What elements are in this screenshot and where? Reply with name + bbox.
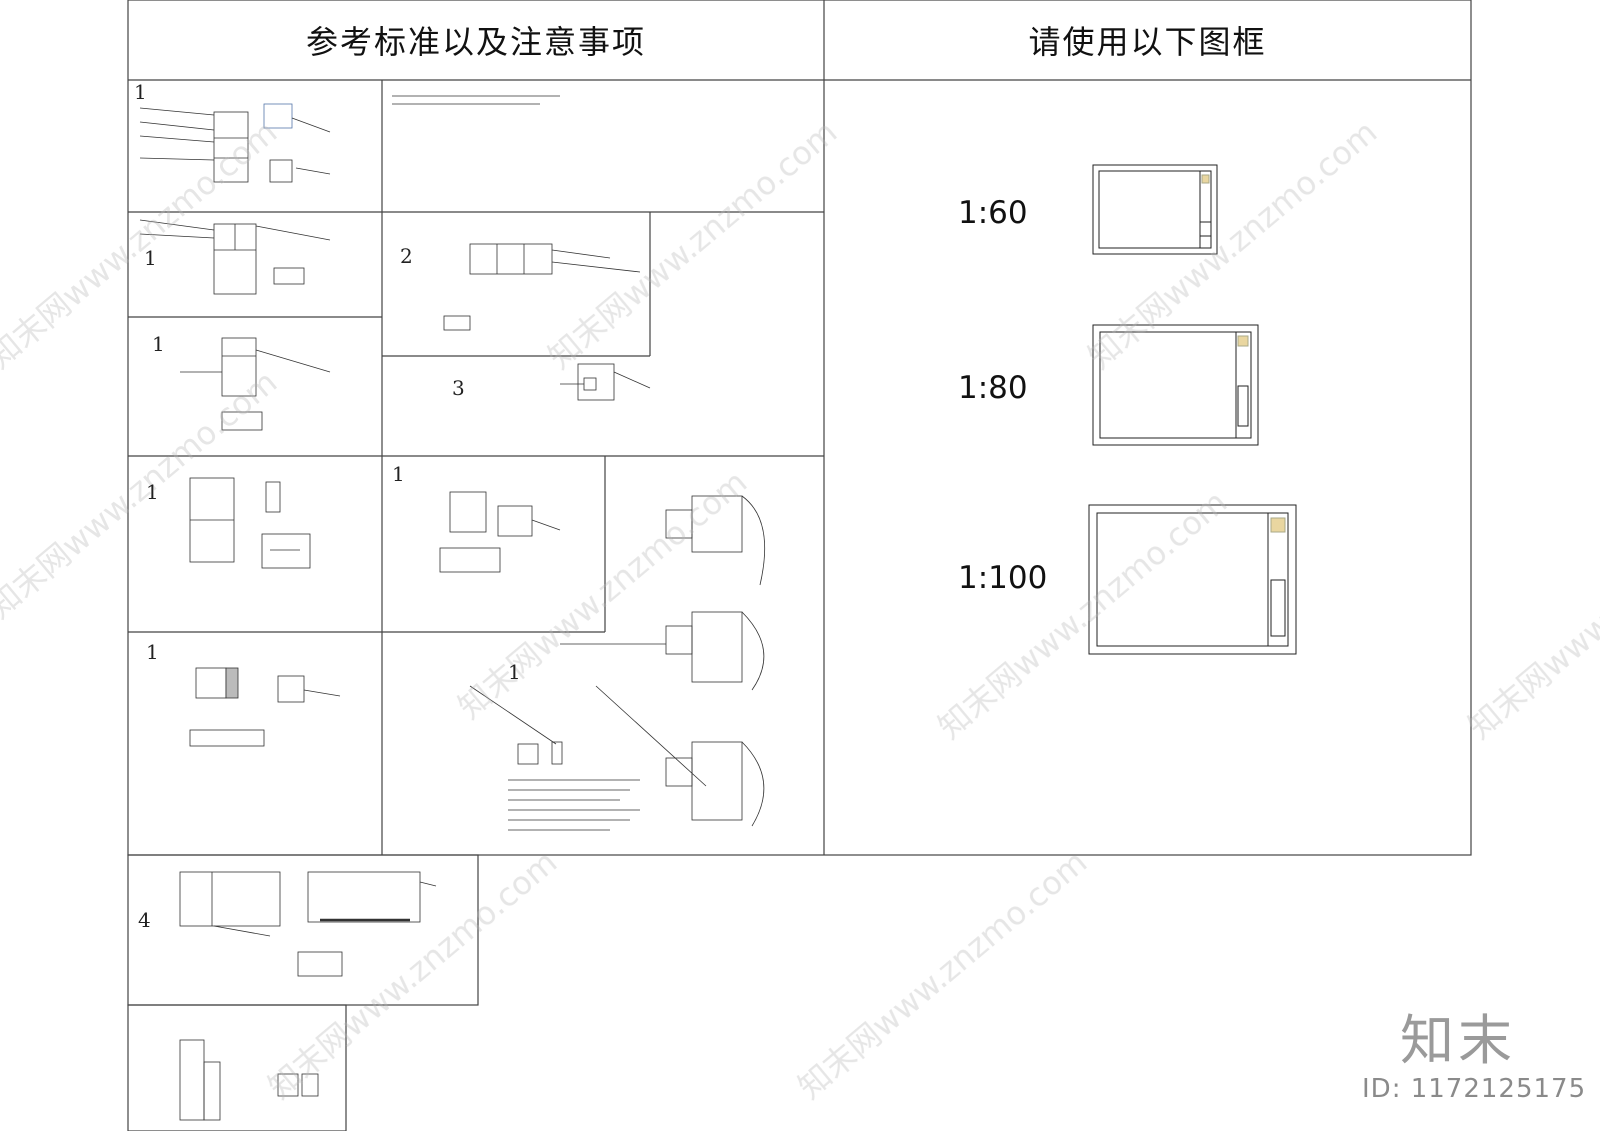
drawing-number: 1 xyxy=(392,462,405,486)
drawing-number: 1 xyxy=(134,80,147,104)
drawing-number: 1 xyxy=(144,246,157,270)
frame-1-80 xyxy=(1092,324,1259,446)
frame-1-100 xyxy=(1088,504,1297,655)
svg-text:知末网www.znzmo.com: 知末网www.znzmo.com xyxy=(0,113,284,376)
watermark-logo: 知末 xyxy=(1400,1009,1516,1072)
svg-text:知末网www.znzmo.com: 知末网www.znzmo.com xyxy=(541,113,845,376)
scale-label-1-100: 1:100 xyxy=(958,560,1048,596)
svg-text:知末网www.znzmo.com: 知末网www.znzmo.com xyxy=(451,463,755,726)
svg-text:知末网www.znzmo.com: 知末网www.znzmo.com xyxy=(1461,483,1600,746)
frame-grid xyxy=(127,0,1472,1131)
drawing-number: 4 xyxy=(138,908,151,932)
frame-templates xyxy=(1088,164,1297,655)
cad-sketches xyxy=(139,95,766,1121)
svg-text:知末网www.znzmo.com: 知末网www.znzmo.com xyxy=(791,843,1095,1106)
svg-text:知末网www.znzmo.com: 知末网www.znzmo.com xyxy=(931,483,1235,746)
watermark-id: ID: 1172125175 xyxy=(1362,1074,1587,1104)
svg-text:知末网www.znzmo.com: 知末网www.znzmo.com xyxy=(1081,113,1385,376)
svg-text:知末网www.znzmo.com: 知末网www.znzmo.com xyxy=(261,843,565,1106)
drawing-number: 1 xyxy=(146,640,159,664)
svg-text:知末网www.znzmo.com: 知末网www.znzmo.com xyxy=(0,363,284,626)
drawing-number: 2 xyxy=(400,244,413,268)
drawing-number: 1 xyxy=(152,332,165,356)
left-section-title: 参考标准以及注意事项 xyxy=(305,23,646,61)
watermark-pattern: 知末网www.znzmo.com 知末网www.znzmo.com 知末网www… xyxy=(0,113,1600,1106)
drawing-number: 1 xyxy=(508,660,521,684)
scale-label-1-60: 1:60 xyxy=(958,195,1028,231)
drawing-number: 1 xyxy=(146,480,159,504)
right-section-title: 请使用以下图框 xyxy=(1028,23,1267,61)
drawing-number: 3 xyxy=(452,376,465,400)
frame-1-60 xyxy=(1092,164,1218,255)
scale-label-1-80: 1:80 xyxy=(958,370,1028,406)
site-plan-sketches xyxy=(469,495,766,827)
